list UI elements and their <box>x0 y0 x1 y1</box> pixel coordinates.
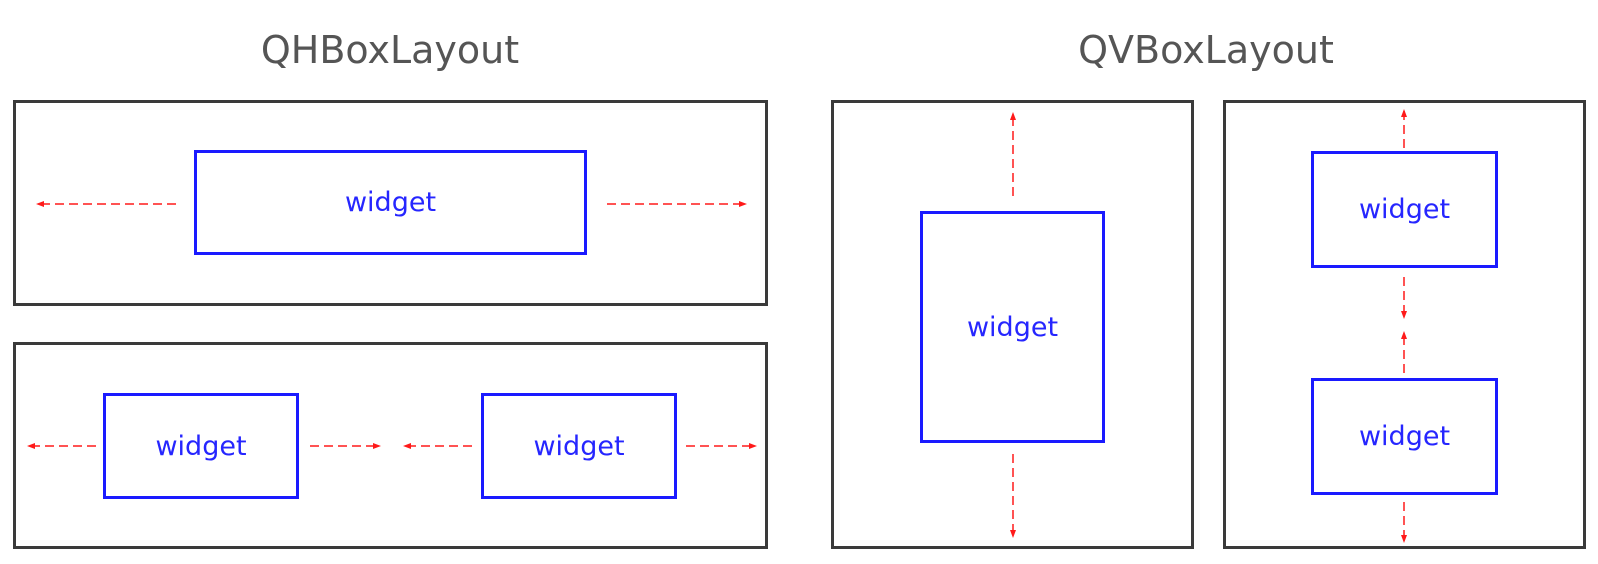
vbox-widget-1: widget <box>1311 151 1498 268</box>
hbox-widget-2: widget <box>481 393 677 499</box>
hbox-frame-single <box>13 100 768 306</box>
widget-label: widget <box>155 430 247 462</box>
hbox-frame-double <box>13 342 768 549</box>
widget-label: widget <box>1358 194 1451 225</box>
hbox-title: QHBoxLayout <box>260 28 520 72</box>
hbox-widget-1: widget <box>103 393 299 499</box>
vbox-single-widget: widget <box>920 211 1105 443</box>
vbox-frame-double <box>1223 100 1586 549</box>
vbox-widget-2: widget <box>1311 378 1498 495</box>
widget-label: widget <box>966 311 1059 343</box>
vbox-frame-single <box>831 100 1194 549</box>
vbox-title: QVBoxLayout <box>1078 28 1334 72</box>
widget-label: widget <box>344 187 437 218</box>
widget-label: widget <box>533 430 625 462</box>
hbox-single-widget: widget <box>194 150 587 255</box>
widget-label: widget <box>1358 421 1451 452</box>
